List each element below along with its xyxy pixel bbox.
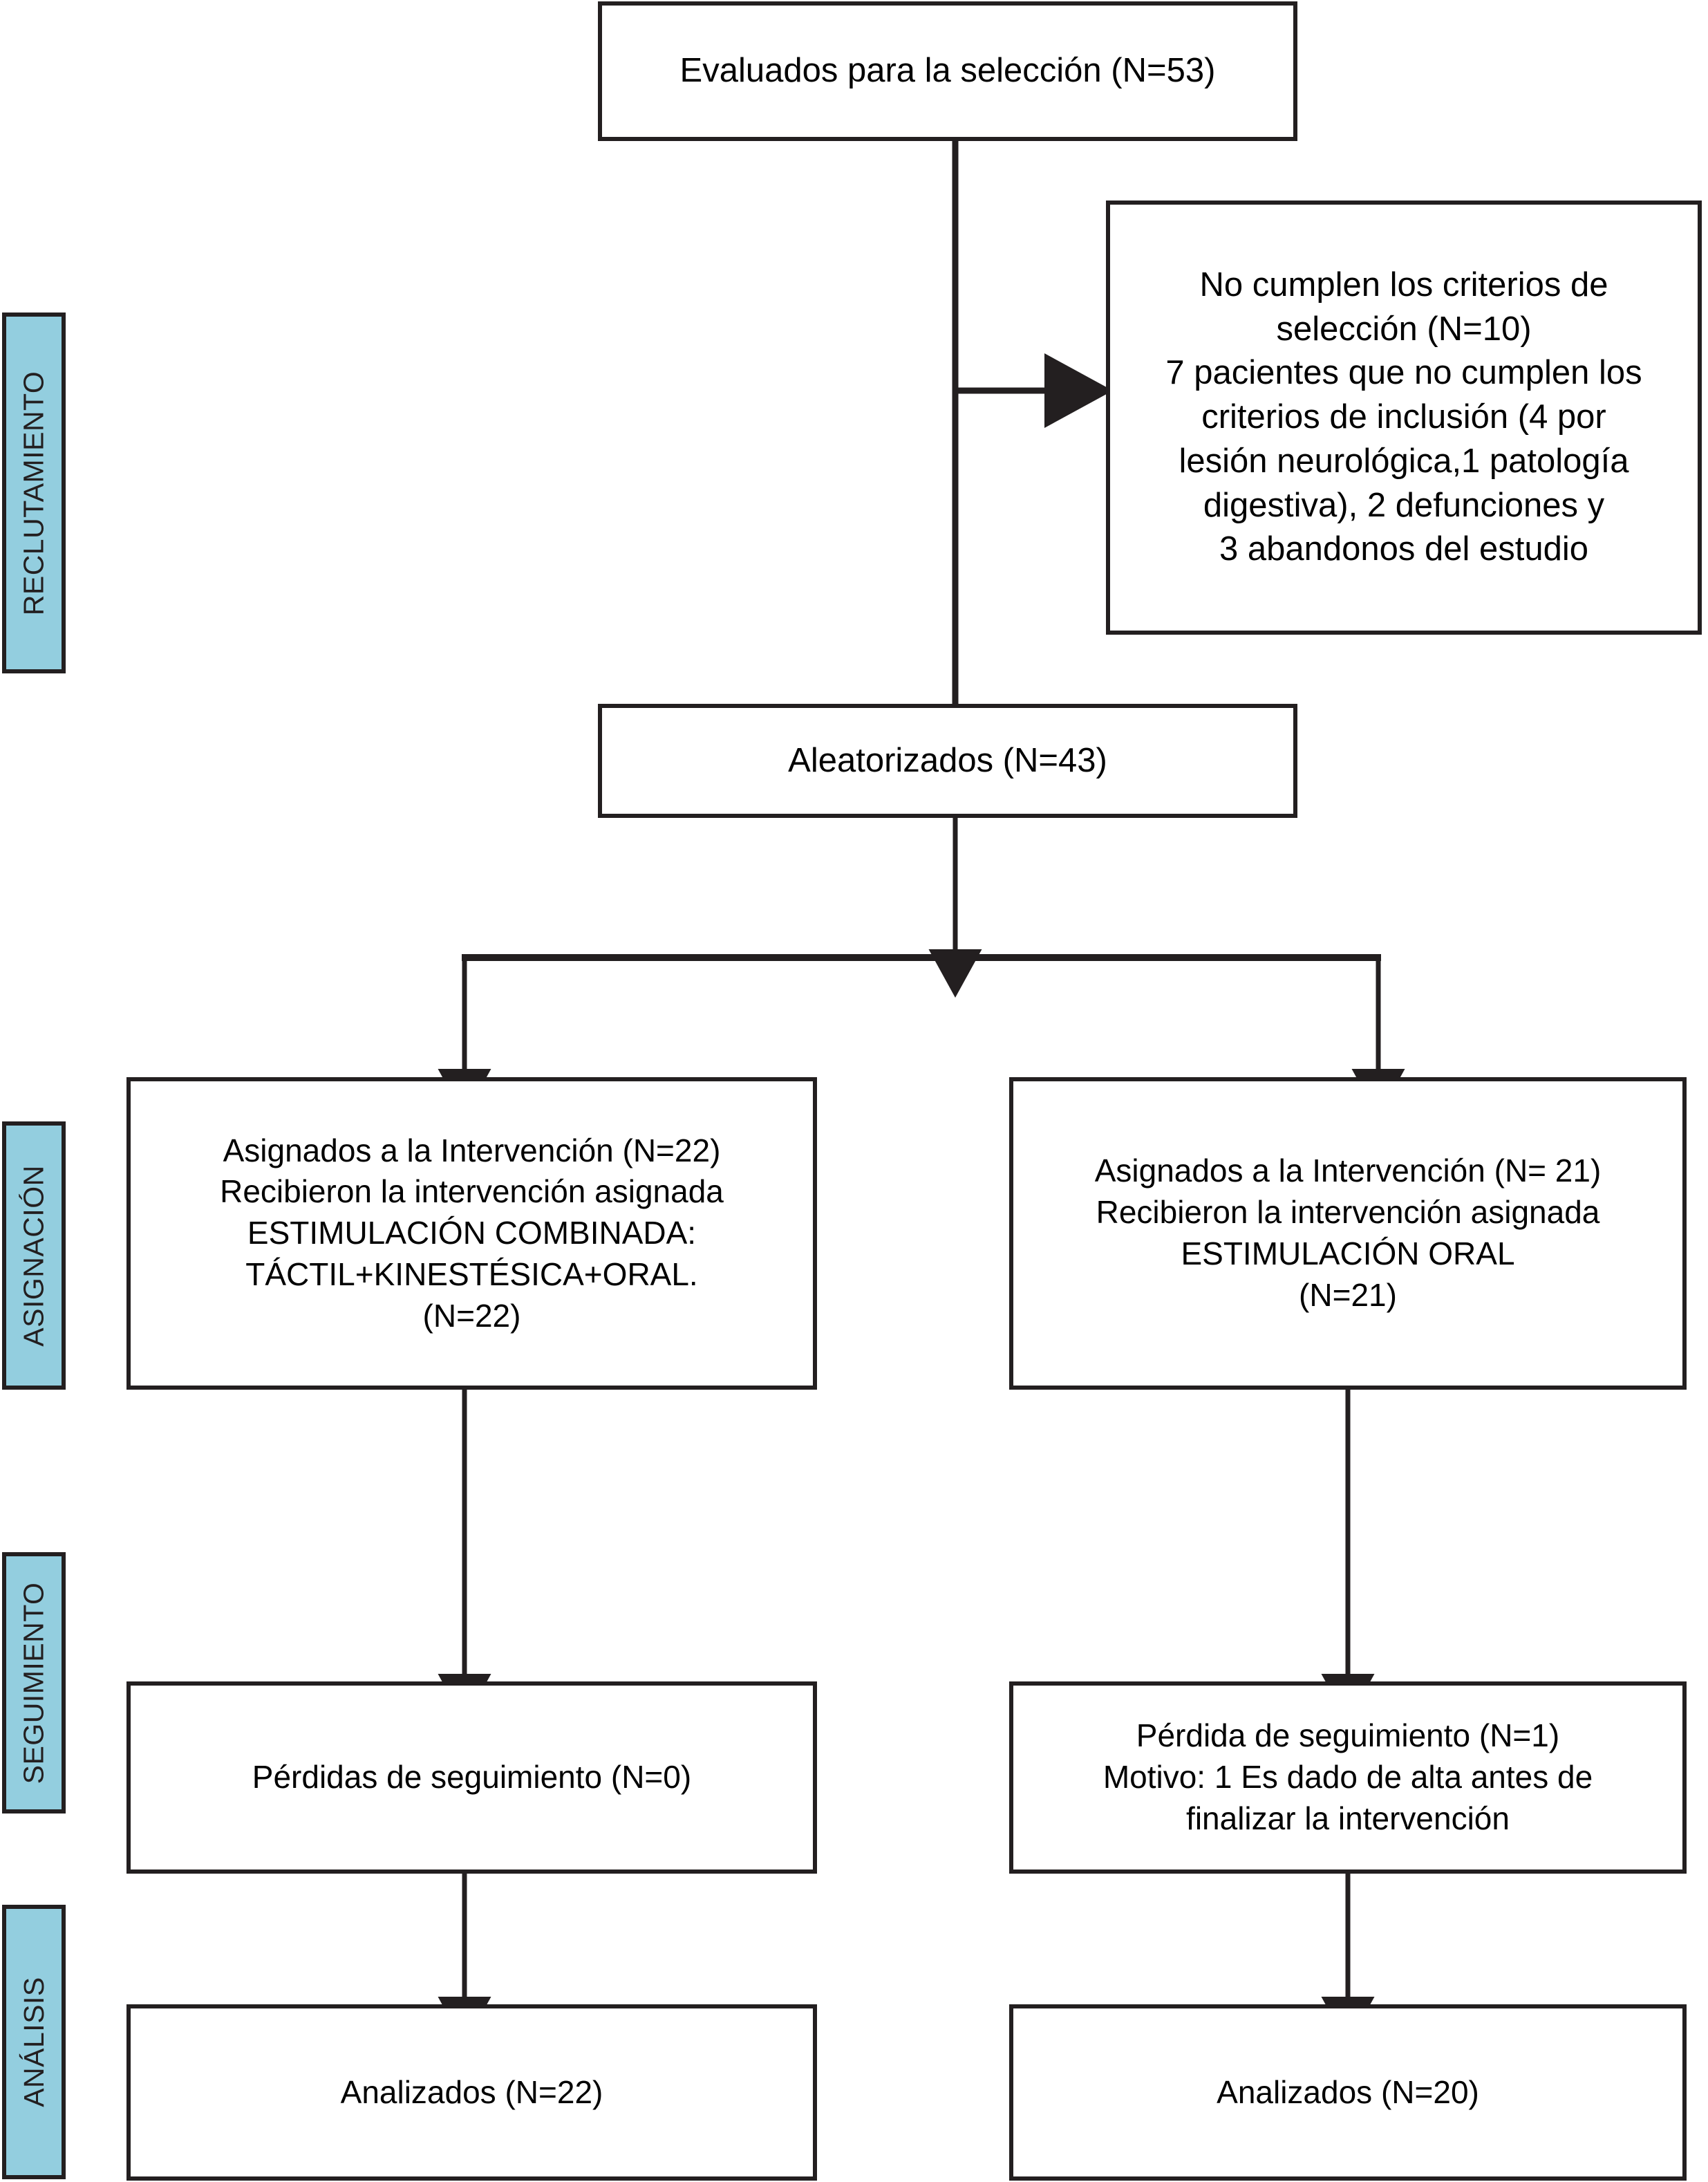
node-followup-right-text: Pérdida de seguimiento (N=1) Motivo: 1 E… xyxy=(1102,1717,1593,1836)
node-randomized-text: Aleatorizados (N=43) xyxy=(788,741,1107,779)
node-analysis-right-text: Analizados (N=20) xyxy=(1217,2073,1479,2110)
node-excluded-text: No cumplen los criterios de selección (N… xyxy=(1165,266,1642,568)
node-followup-left: Pérdidas de seguimiento (N=0) xyxy=(126,1681,817,1874)
node-followup-right: Pérdida de seguimiento (N=1) Motivo: 1 E… xyxy=(1009,1681,1687,1874)
stage-label-reclutamiento: RECLUTAMIENTO xyxy=(2,313,66,673)
node-allocation-right: Asignados a la Intervención (N= 21) Reci… xyxy=(1009,1077,1687,1390)
node-allocation-right-text: Asignados a la Intervención (N= 21) Reci… xyxy=(1094,1153,1602,1313)
node-screened-text: Evaluados para la selección (N=53) xyxy=(679,52,1216,90)
node-followup-left-text: Pérdidas de seguimiento (N=0) xyxy=(252,1759,692,1796)
stage-label-text: SEGUIMIENTO xyxy=(17,1582,50,1784)
node-allocation-left: Asignados a la Intervención (N=22) Recib… xyxy=(126,1077,817,1390)
node-randomized: Aleatorizados (N=43) xyxy=(598,704,1297,818)
node-analysis-left-text: Analizados (N=22) xyxy=(340,2073,603,2110)
node-screened: Evaluados para la selección (N=53) xyxy=(598,1,1297,141)
stage-label-seguimiento: SEGUIMIENTO xyxy=(2,1552,66,1813)
stage-label-analisis: ANÁLISIS xyxy=(2,1905,66,2179)
node-excluded: No cumplen los criterios de selección (N… xyxy=(1106,201,1702,635)
node-analysis-right: Analizados (N=20) xyxy=(1009,2004,1687,2181)
stage-label-asignacion: ASIGNACIÓN xyxy=(2,1121,66,1390)
node-allocation-left-text: Asignados a la Intervención (N=22) Recib… xyxy=(220,1132,724,1334)
stage-label-text: RECLUTAMIENTO xyxy=(17,371,50,615)
stage-label-text: ASIGNACIÓN xyxy=(17,1164,50,1347)
node-analysis-left: Analizados (N=22) xyxy=(126,2004,817,2181)
stage-label-text: ANÁLISIS xyxy=(17,1977,50,2107)
